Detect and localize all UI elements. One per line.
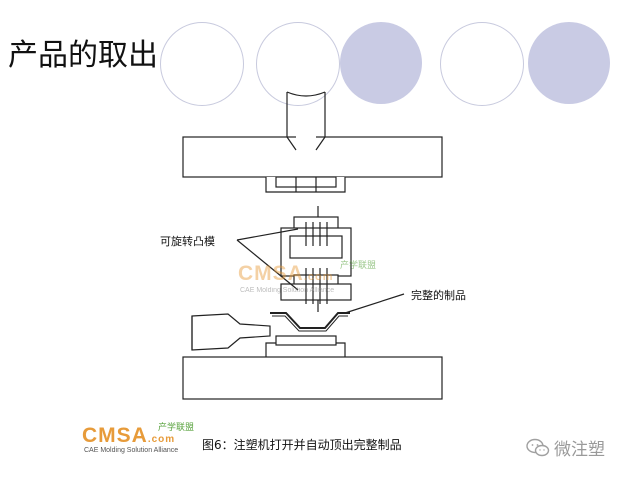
- moving-platen: [182, 356, 443, 400]
- figure-caption: 图6：注塑机打开并自动顶出完整制品: [202, 438, 402, 452]
- ejector-arm: [191, 313, 271, 351]
- label-finished-part: 完整的制品: [411, 289, 466, 302]
- label-rotating-core: 可旋转凸模: [160, 235, 215, 248]
- wechat-badge: 微注塑: [526, 435, 605, 460]
- wechat-name: 微注塑: [554, 440, 605, 460]
- watermark-tagline: CAE Molding Solution Alliance: [240, 287, 335, 294]
- bottom-logo-text: CMSA: [82, 424, 148, 447]
- bottom-logo-tagline: CAE Molding Solution Alliance: [84, 447, 179, 454]
- deco-circle: [340, 22, 422, 104]
- rotating-core-block: [280, 206, 352, 312]
- deco-circle: [160, 22, 244, 106]
- watermark-logo-text: CMSA: [238, 262, 304, 285]
- watermark-logo-suffix: .com: [303, 271, 334, 283]
- finished-part: [270, 312, 350, 329]
- bottom-logo-suffix: .com: [147, 434, 176, 445]
- bottom-logo-cn: 产学联盟: [158, 422, 195, 432]
- deco-circle: [256, 22, 340, 106]
- watermark-logo: CMSA.com: [238, 262, 334, 286]
- deco-circle: [528, 22, 610, 104]
- slide-title: 产品的取出: [8, 38, 158, 73]
- bottom-logo: CMSA.com: [82, 424, 175, 448]
- wechat-icon: [526, 438, 550, 456]
- deco-circle: [440, 22, 524, 106]
- fixed-platen: [182, 136, 443, 178]
- watermark-cn: 产学联盟: [340, 260, 377, 270]
